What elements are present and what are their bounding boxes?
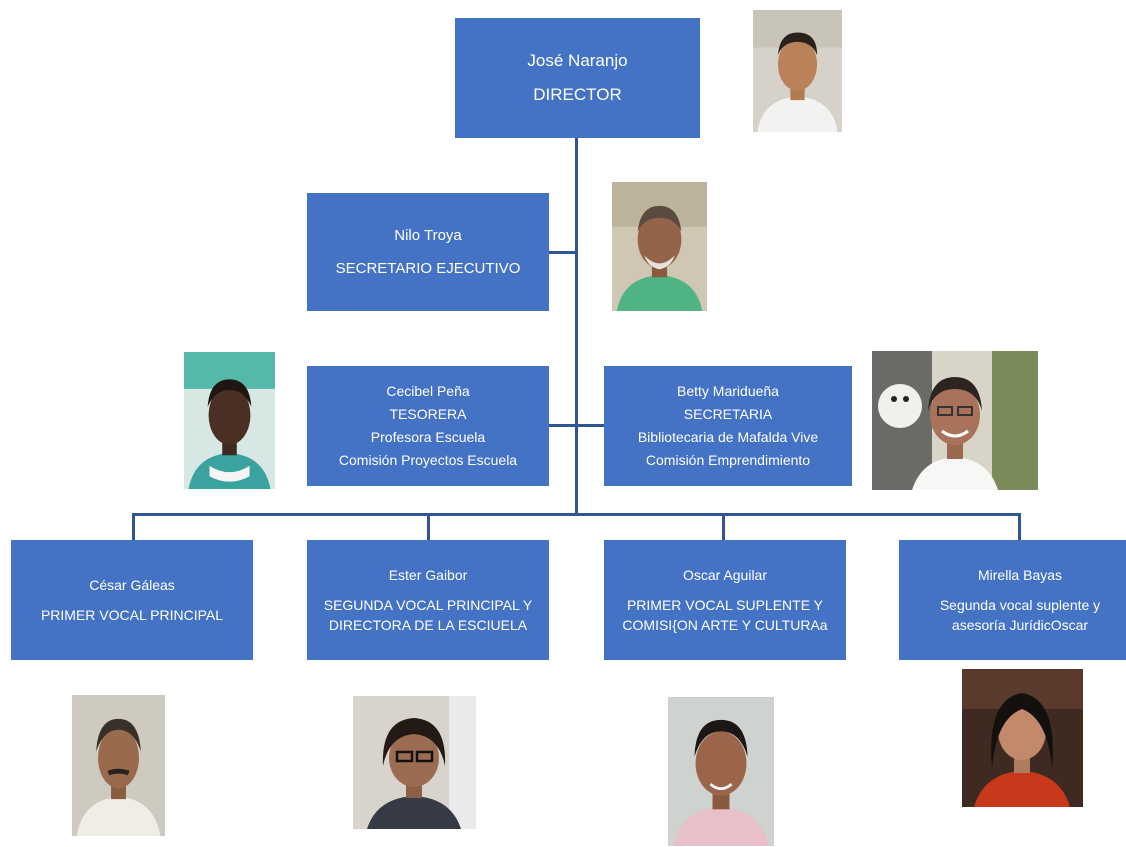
secretario-ejecutivo-box: Nilo Troya SECRETARIO EJECUTIVO (307, 193, 549, 311)
vocal-1-photo (72, 695, 165, 836)
secretaria-photo (872, 351, 1038, 490)
vocal-3-photo (668, 697, 774, 846)
connector-vocal-4 (1018, 513, 1021, 540)
tesorera-box: Cecibel Peña TESORERA Profesora Escuela … (307, 366, 549, 486)
vocal-2-photo (353, 696, 476, 829)
vocal-3-role-line-1: PRIMER VOCAL SUPLENTE Y (626, 597, 824, 613)
vocal-2-role-line-1: SEGUNDA VOCAL PRINCIPAL Y (323, 597, 533, 613)
vocal-2-name: Ester Gaibor (388, 567, 468, 583)
connector-secretaria (576, 424, 604, 427)
tesorera-role: TESORERA (389, 406, 467, 422)
vocal-1-role-line-1: PRIMER VOCAL PRINCIPAL (40, 607, 224, 623)
secretario-ejecutivo-role: SECRETARIO EJECUTIVO (335, 260, 521, 277)
connector-vocal-2 (427, 513, 430, 540)
vocal-box-1: César Gáleas PRIMER VOCAL PRINCIPAL (11, 540, 253, 660)
connector-vocals-bar (132, 513, 1021, 516)
vocal-2-role-line-2: DIRECTORA DE LA ESCIUELA (328, 617, 528, 633)
vocal-box-4: Mirella Bayas Segunda vocal suplente y a… (899, 540, 1126, 660)
connector-vocal-3 (722, 513, 725, 540)
director-box: José Naranjo DIRECTOR (455, 18, 700, 138)
vocal-4-name: Mirella Bayas (977, 567, 1063, 583)
secretario-ejecutivo-photo (612, 182, 707, 311)
connector-trunk (575, 138, 578, 515)
connector-tesorera (549, 424, 577, 427)
vocal-box-2: Ester Gaibor SEGUNDA VOCAL PRINCIPAL Y D… (307, 540, 549, 660)
tesorera-photo (184, 352, 275, 489)
secretaria-role: SECRETARIA (683, 406, 773, 422)
secretaria-detail-2: Comisión Emprendimiento (645, 452, 811, 468)
tesorera-detail-2: Comisión Proyectos Escuela (338, 452, 518, 468)
secretaria-name: Betty Maridueña (677, 383, 779, 399)
director-role: DIRECTOR (533, 85, 622, 104)
connector-vocal-1 (132, 513, 135, 540)
vocal-4-role-line-2: asesoría JurídicOscar (951, 617, 1089, 633)
director-photo (753, 10, 842, 132)
vocal-4-photo (962, 669, 1083, 807)
vocal-box-3: Oscar Aguilar PRIMER VOCAL SUPLENTE Y CO… (604, 540, 846, 660)
vocal-3-role-line-2: COMISI{ON ARTE Y CULTURAa (622, 617, 828, 633)
vocal-1-name: César Gáleas (89, 577, 175, 593)
tesorera-name: Cecibel Peña (386, 383, 470, 399)
secretario-ejecutivo-name: Nilo Troya (394, 227, 462, 244)
secretaria-detail-1: Bibliotecaria de Mafalda Vive (637, 429, 819, 445)
tesorera-detail-1: Profesora Escuela (370, 429, 486, 445)
vocal-4-role-line-1: Segunda vocal suplente y (939, 597, 1101, 613)
connector-secretario (549, 251, 577, 254)
director-name: José Naranjo (527, 51, 628, 70)
secretaria-box: Betty Maridueña SECRETARIA Bibliotecaria… (604, 366, 852, 486)
vocal-3-name: Oscar Aguilar (682, 567, 768, 583)
